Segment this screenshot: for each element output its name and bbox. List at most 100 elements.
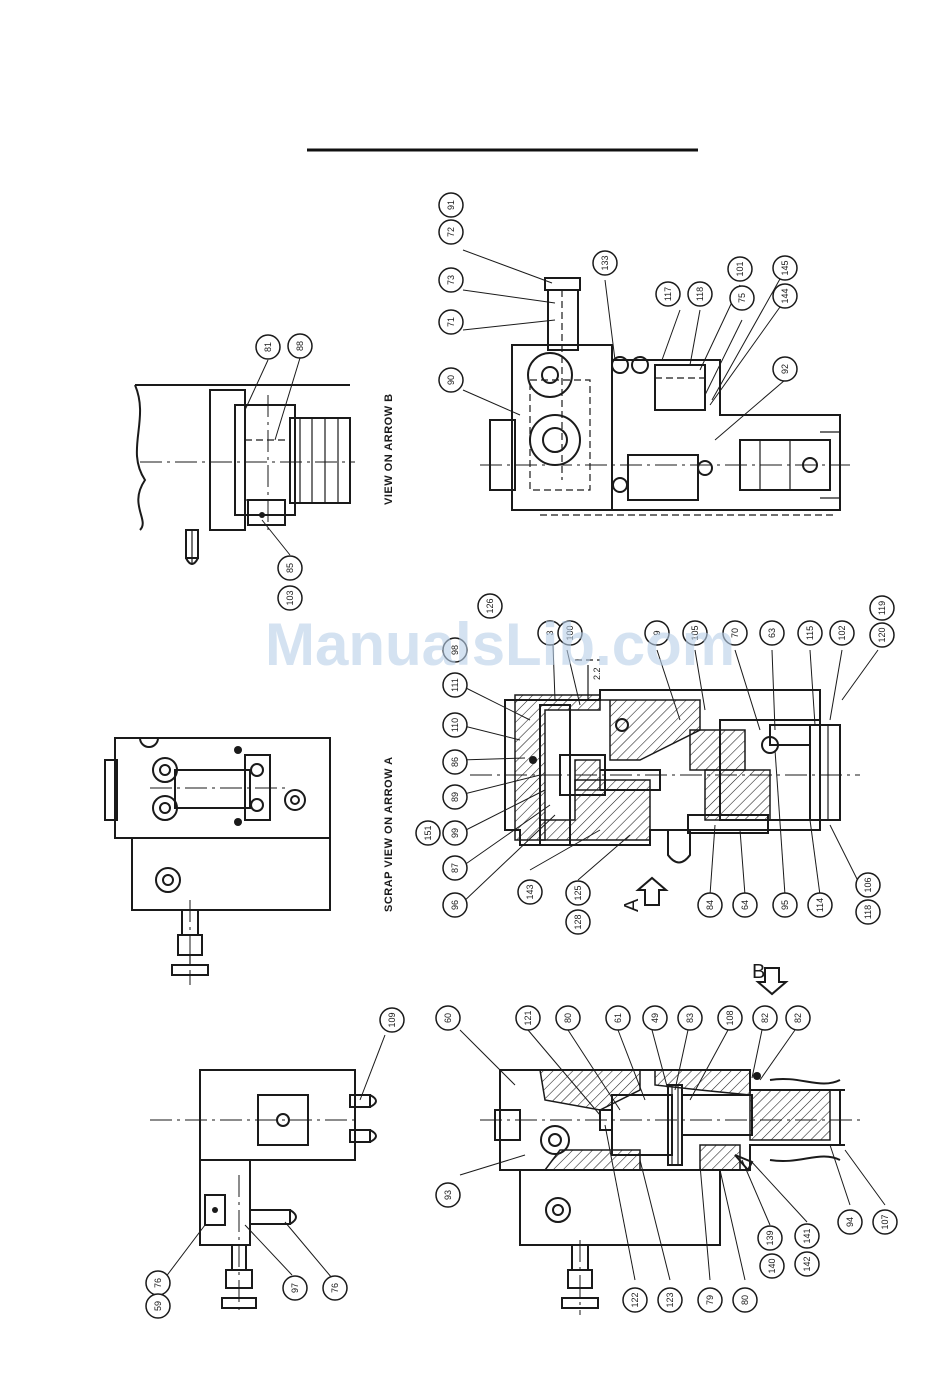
callout-circle [682, 620, 708, 646]
callout-number: 98 [450, 645, 460, 655]
part-callout-m-64: 64 [732, 892, 758, 918]
callout-circle [442, 637, 468, 663]
part-callout-vb-85: 85 [277, 555, 303, 581]
arrow-b-label: B [752, 961, 765, 983]
part-callout-m-63: 63 [759, 620, 785, 646]
callout-number: 81 [263, 342, 273, 352]
callout-circle [687, 281, 713, 307]
part-callout-bl-109: 109 [379, 1007, 405, 1033]
part-callout-b-49: 49 [642, 1005, 668, 1031]
part-callout-m-119: 119 [869, 595, 895, 621]
callout-number: 3 [545, 630, 555, 635]
callout-number: 107 [880, 1214, 890, 1229]
part-callout-b-93: 93 [435, 1182, 461, 1208]
leader-lines [164, 249, 886, 1281]
callout-circle [657, 1287, 683, 1313]
callout-circle [772, 356, 798, 382]
callout-number: 144 [780, 288, 790, 303]
part-callout-b-80: 80 [555, 1005, 581, 1031]
bottom-left-assembly [150, 1069, 377, 1315]
callout-circle [697, 892, 723, 918]
callout-circle [277, 585, 303, 611]
callout-number: 80 [740, 1295, 750, 1305]
dimension-2-2: 2.2 [592, 667, 602, 680]
callout-circle [642, 1005, 668, 1031]
part-callout-m-84a: 84 [697, 892, 723, 918]
part-callout-t-118: 118 [687, 281, 713, 307]
middle-section-assembly [470, 659, 860, 864]
part-callout-t-117: 117 [655, 281, 681, 307]
callout-circle [415, 820, 441, 846]
part-callout-b-139: 139 [757, 1225, 783, 1251]
part-callout-m-105: 105 [682, 620, 708, 646]
callout-number: 110 [450, 718, 460, 732]
callout-circle [797, 620, 823, 646]
callout-number: 79 [705, 1295, 715, 1305]
callout-number: 126 [485, 598, 495, 613]
callout-number: 100 [565, 625, 575, 640]
callout-number: 142 [802, 1256, 812, 1271]
callout-number: 125 [573, 885, 583, 900]
callout-number: 71 [446, 317, 456, 327]
top-assembly [480, 277, 850, 516]
callout-number: 102 [837, 625, 847, 640]
callout-circle [442, 672, 468, 698]
callout-number: 99 [450, 828, 460, 838]
part-callout-m-70: 70 [722, 620, 748, 646]
part-callout-b-108: 108 [717, 1005, 743, 1031]
callout-number: 89 [450, 792, 460, 802]
callout-number: 88 [295, 341, 305, 351]
part-callout-m-126: 126 [477, 593, 503, 619]
callout-circle [655, 281, 681, 307]
part-callout-t-73: 73 [438, 267, 464, 293]
callout-circle [322, 1275, 348, 1301]
callout-number: 115 [805, 626, 815, 640]
callout-number: 91 [446, 200, 456, 210]
callout-circle [757, 1225, 783, 1251]
callout-number: 96 [450, 900, 460, 910]
callout-circle [717, 1005, 743, 1031]
callout-circle [517, 879, 543, 905]
callout-circle [752, 1005, 778, 1031]
part-callout-t-75: 75 [729, 285, 755, 311]
callout-number: 72 [446, 227, 456, 237]
callout-number: 105 [690, 625, 700, 640]
callout-circle [435, 1182, 461, 1208]
part-callout-t-90: 90 [438, 367, 464, 393]
callout-circle [145, 1293, 171, 1319]
callout-circle [379, 1007, 405, 1033]
part-callout-m-151: 151 [415, 820, 441, 846]
callout-circle [592, 250, 618, 276]
view-on-arrow-b [134, 384, 355, 565]
callout-circle [438, 309, 464, 335]
part-callout-b-82b: 82 [785, 1005, 811, 1031]
callout-number: 84 [705, 900, 715, 910]
callout-number: 83 [685, 1013, 695, 1023]
part-callout-m-86: 86 [442, 749, 468, 775]
part-callout-b-122: 122 [622, 1287, 648, 1313]
callout-circle [442, 784, 468, 810]
callout-circle [697, 1287, 723, 1313]
callout-number: 133 [600, 255, 610, 270]
arrow-a-marker [635, 876, 669, 906]
part-callout-vb-88: 88 [287, 333, 313, 359]
part-callout-b-142: 142 [794, 1251, 820, 1277]
part-callout-m-106: 106 [855, 872, 881, 898]
callout-number: 140 [767, 1258, 777, 1273]
callout-circle [727, 256, 753, 282]
callout-circle [855, 899, 881, 925]
callout-number: 73 [446, 275, 456, 285]
callout-number: 92 [780, 364, 790, 374]
callout-circle [829, 620, 855, 646]
callout-number: 114 [815, 898, 825, 912]
part-callout-m-87: 87 [442, 855, 468, 881]
part-callout-b-121: 121 [515, 1005, 541, 1031]
callout-number: 151 [423, 825, 433, 840]
callout-number: 122 [630, 1292, 640, 1307]
callout-circle [872, 1209, 898, 1235]
part-callout-m-114: 114 [807, 892, 833, 918]
part-callout-t-71: 71 [438, 309, 464, 335]
part-callout-m-120: 120 [869, 622, 895, 648]
part-callout-b-140: 140 [759, 1253, 785, 1279]
